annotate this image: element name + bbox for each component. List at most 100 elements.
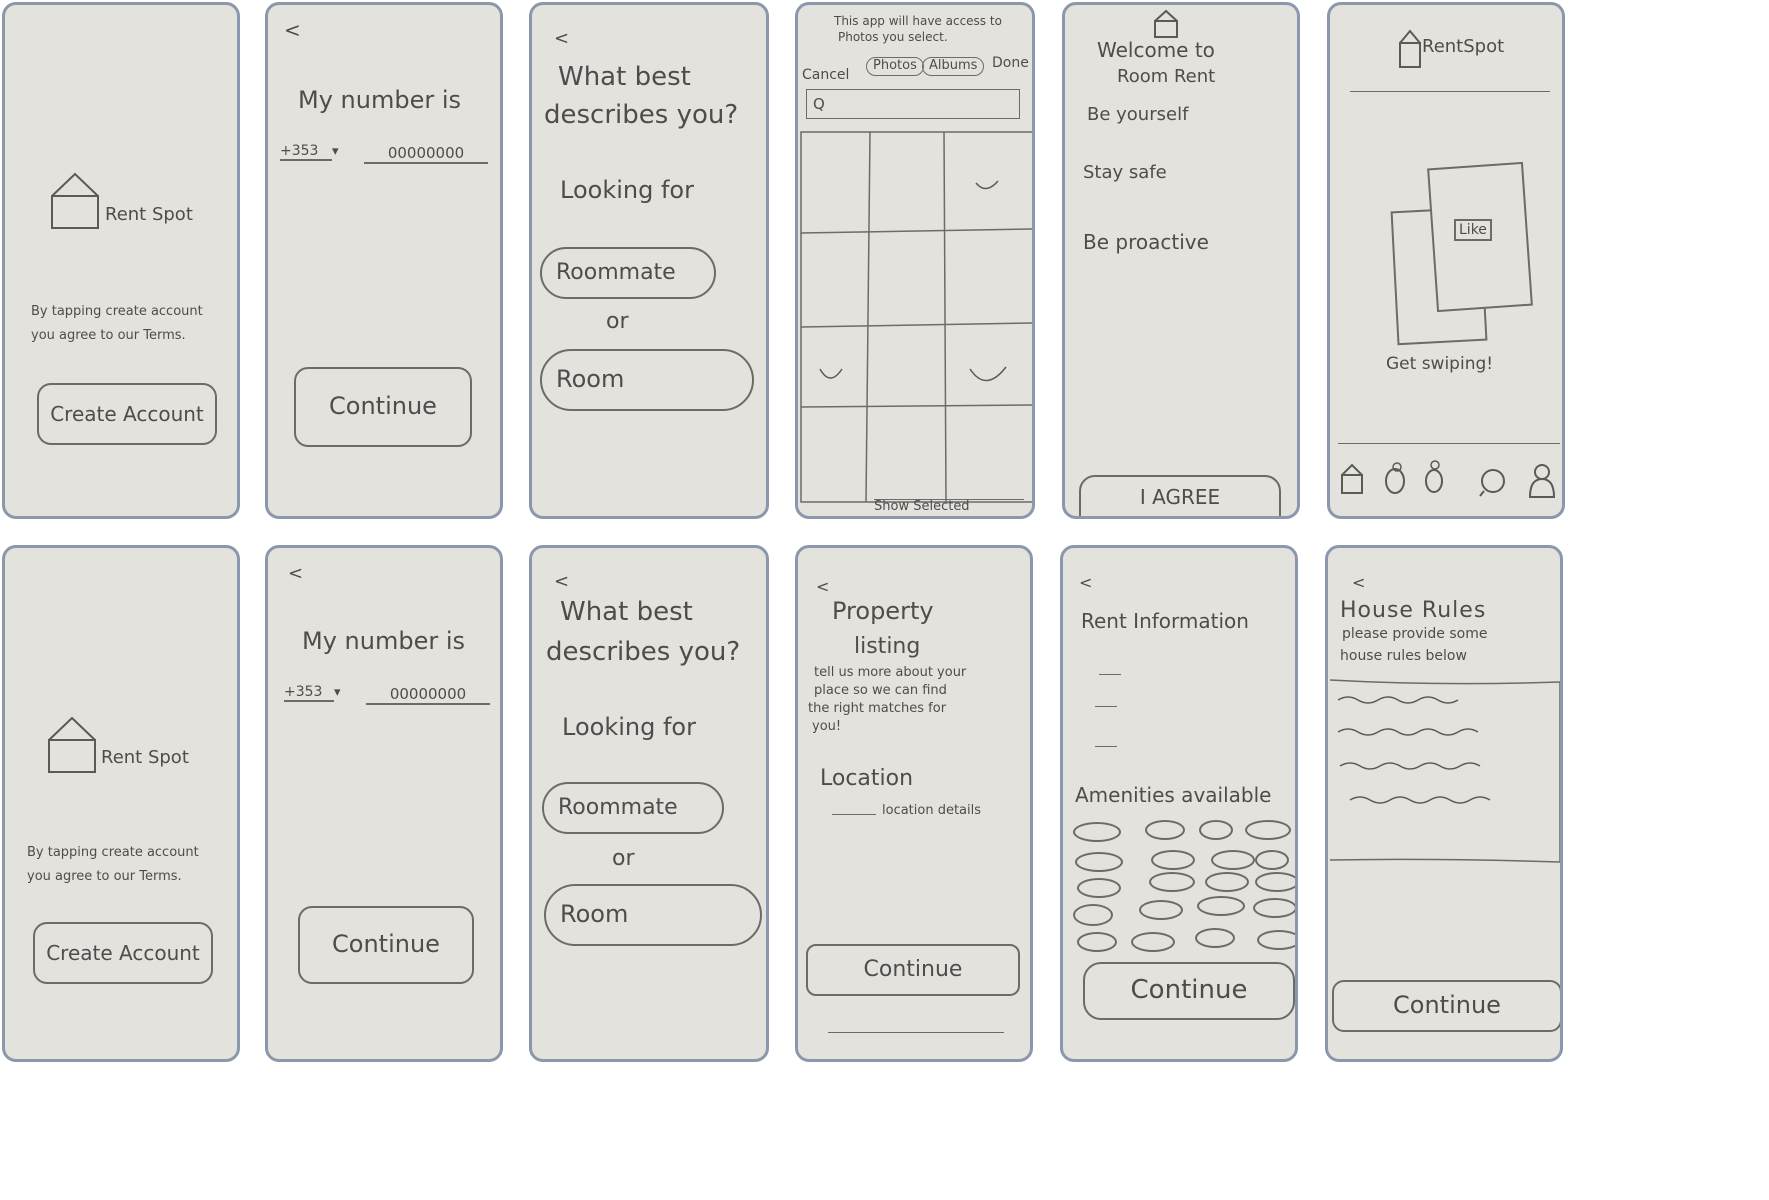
phone-number-input[interactable]: 00000000	[366, 685, 490, 706]
rent-field-1[interactable]	[1099, 674, 1121, 675]
screen-welcome: Welcome to Room Rent Be yourself Stay sa…	[1062, 2, 1300, 519]
screen-create-account: Rent Spot By tapping create account you …	[2, 2, 240, 519]
continue-button[interactable]: Continue	[1083, 962, 1295, 1020]
tab-albums[interactable]: Albums	[922, 57, 985, 76]
amenity-option[interactable]	[1131, 932, 1175, 952]
room-option[interactable]: Room	[544, 884, 762, 946]
amenity-option[interactable]	[1073, 822, 1121, 842]
listing-desc-line4: you!	[812, 719, 842, 734]
amenity-option[interactable]	[1075, 852, 1123, 872]
show-selected-button[interactable]: Show Selected	[874, 499, 1024, 515]
country-code-value: +353	[280, 143, 319, 159]
amenity-option[interactable]	[1205, 872, 1249, 892]
continue-button[interactable]: Continue	[806, 944, 1020, 996]
tab-photos[interactable]: Photos	[866, 57, 924, 76]
amenity-option[interactable]	[1151, 850, 1195, 870]
country-code-select[interactable]: +353	[280, 143, 332, 162]
screen-rent-information: < Rent Information Amenities available C…	[1060, 545, 1298, 1062]
chevron-down-icon[interactable]: ▾	[334, 685, 341, 700]
terms-text-line1: By tapping create account	[27, 845, 199, 860]
describe-heading-line1: What best	[558, 62, 691, 92]
likes-icon[interactable]	[1422, 459, 1446, 495]
profile-icon[interactable]	[1528, 463, 1556, 499]
back-button[interactable]: <	[554, 571, 570, 592]
screen-house-rules: < House Rules please provide some house …	[1325, 545, 1563, 1062]
chevron-down-icon[interactable]: ▾	[332, 144, 339, 159]
amenity-option[interactable]	[1139, 900, 1183, 920]
welcome-heading-line2: Room Rent	[1117, 66, 1216, 87]
amenity-option[interactable]	[1245, 820, 1291, 840]
amenity-option[interactable]	[1077, 932, 1117, 952]
screen-swipe: RentSpot Like Get swiping!	[1327, 2, 1565, 519]
back-button[interactable]: <	[288, 563, 304, 584]
screen-phone-number-2: < My number is +353 ▾ 00000000 Continue	[265, 545, 503, 1062]
done-button[interactable]: Done	[992, 55, 1029, 71]
phone-number-input[interactable]: 00000000	[364, 144, 488, 165]
location-line	[832, 814, 876, 815]
footer-divider	[828, 1032, 1004, 1033]
country-code-select[interactable]: +353	[284, 684, 334, 703]
screen-describe-you: < What best describes you? Looking for R…	[529, 2, 769, 519]
like-stamp: Like	[1454, 219, 1492, 242]
rule-be-proactive: Be proactive	[1083, 230, 1209, 254]
rent-field-2[interactable]	[1095, 706, 1117, 707]
amenity-option[interactable]	[1253, 898, 1295, 918]
house-rules-sub-line1: please provide some	[1342, 626, 1488, 642]
search-icon: Q	[813, 95, 825, 113]
amenity-option[interactable]	[1077, 878, 1121, 898]
listing-desc-line1: tell us more about your	[814, 665, 967, 680]
house-rules-textarea[interactable]	[1328, 678, 1562, 864]
amenities-grid	[1069, 820, 1295, 952]
cancel-button[interactable]: Cancel	[802, 67, 850, 83]
create-account-button[interactable]: Create Account	[37, 383, 217, 445]
amenity-option[interactable]	[1197, 896, 1245, 916]
back-button[interactable]: <	[816, 577, 830, 596]
rule-stay-safe: Stay safe	[1083, 162, 1167, 183]
house-rules-sub-line2: house rules below	[1340, 648, 1467, 664]
amenity-option[interactable]	[1149, 872, 1195, 892]
continue-button[interactable]: Continue	[298, 906, 474, 984]
house-logo-icon	[1154, 9, 1178, 38]
describe-heading-line1: What best	[560, 597, 693, 627]
photo-search-input[interactable]: Q	[806, 89, 1020, 119]
my-number-heading: My number is	[302, 627, 466, 655]
back-button[interactable]: <	[554, 28, 570, 49]
roommate-option[interactable]: Roommate	[540, 247, 716, 299]
chat-icon[interactable]	[1478, 467, 1508, 497]
create-account-button[interactable]: Create Account	[33, 922, 213, 984]
room-option[interactable]: Room	[540, 349, 754, 411]
photo-access-notice-line2: Photos you select.	[838, 30, 948, 44]
describe-heading-line2: describes you?	[544, 100, 739, 130]
back-button[interactable]: <	[1079, 573, 1093, 592]
continue-button[interactable]: Continue	[294, 367, 472, 447]
roommate-option[interactable]: Roommate	[542, 782, 724, 834]
screen-describe-you-2: < What best describes you? Looking for R…	[529, 545, 769, 1062]
back-button[interactable]: <	[1352, 573, 1366, 592]
amenity-option[interactable]	[1199, 820, 1233, 840]
amenity-option[interactable]	[1255, 872, 1295, 892]
listing-desc-line3: the right matches for	[808, 701, 947, 716]
location-details-input[interactable]: location details	[882, 803, 982, 818]
amenity-option[interactable]	[1255, 850, 1289, 870]
home-icon[interactable]	[1340, 463, 1364, 495]
listing-desc-line2: place so we can find	[814, 683, 947, 698]
screen-photo-picker: This app will have access to Photos you …	[795, 2, 1035, 519]
screen-property-listing: < Property listing tell us more about yo…	[795, 545, 1033, 1062]
listing-heading-line1: Property	[832, 597, 934, 625]
continue-button[interactable]: Continue	[1332, 980, 1560, 1032]
listing-heading-line2: listing	[854, 634, 921, 659]
amenity-option[interactable]	[1195, 928, 1235, 948]
back-button[interactable]: <	[284, 18, 301, 42]
describe-heading-line2: describes you?	[546, 637, 741, 667]
agree-button[interactable]: I AGREE	[1079, 475, 1281, 516]
nav-divider	[1338, 443, 1560, 444]
amenity-option[interactable]	[1145, 820, 1185, 840]
amenity-option[interactable]	[1211, 850, 1255, 870]
amenity-option[interactable]	[1073, 904, 1113, 926]
looking-for-label: Looking for	[560, 176, 694, 204]
rule-be-yourself: Be yourself	[1087, 104, 1189, 125]
rent-field-3[interactable]	[1095, 746, 1117, 747]
photo-grid[interactable]	[800, 131, 1034, 503]
amenity-option[interactable]	[1257, 930, 1295, 950]
match-icon[interactable]	[1382, 461, 1408, 495]
